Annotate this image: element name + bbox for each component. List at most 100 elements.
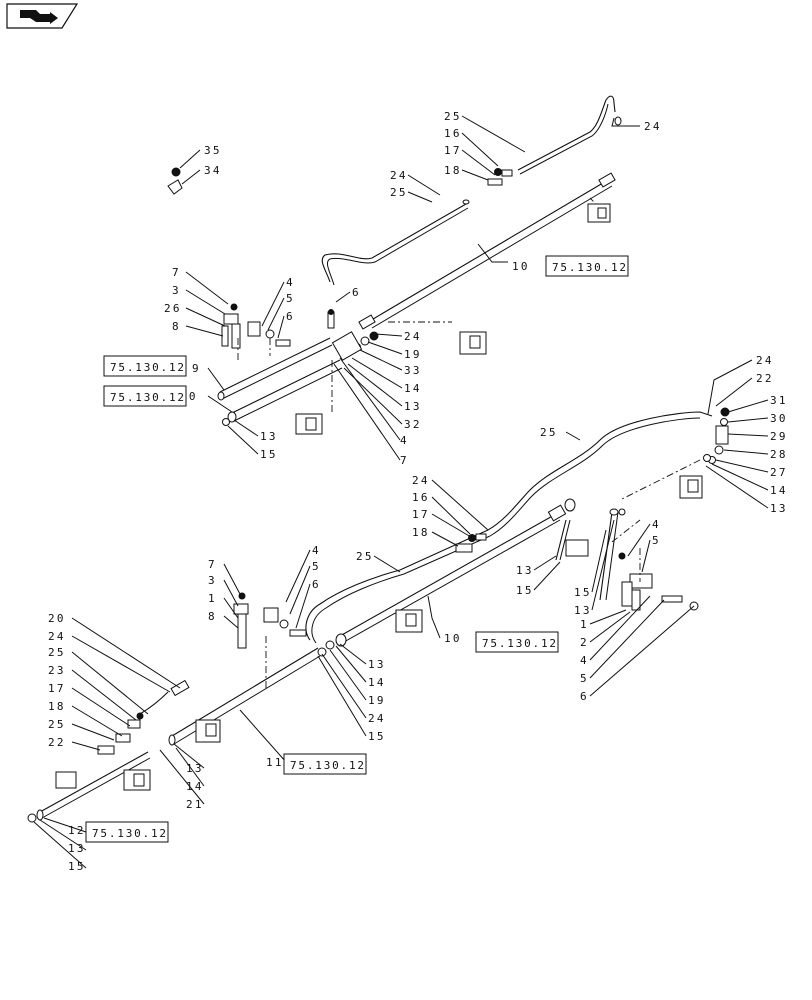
callout: 5 <box>312 560 321 573</box>
lower-assembly <box>27 498 589 823</box>
callout: 3 <box>172 284 181 297</box>
callout: 8 <box>172 320 181 333</box>
callout: 24 <box>368 712 386 725</box>
callout: 3 <box>208 574 217 587</box>
reference-box[interactable]: 75.130.12 <box>545 255 629 277</box>
reference-box[interactable]: 75.130.12 <box>103 355 187 377</box>
callout: 4 <box>652 518 661 531</box>
callout: 8 <box>208 610 217 623</box>
reference-code: 75.130.12 <box>482 637 558 650</box>
mounting-block <box>565 539 589 557</box>
reference-box[interactable]: 75.130.12 <box>103 385 187 407</box>
callout: 25 <box>356 550 374 563</box>
callout: 25 <box>390 186 408 199</box>
callout: 33 <box>404 364 422 377</box>
reference-code: 75.130.12 <box>92 827 168 840</box>
reference-box[interactable]: 75.130.12 <box>475 631 559 653</box>
callout: 17 <box>412 508 430 521</box>
callout-labels: 25 24 16 17 18 35 34 24 25 10 6 7 3 26 8… <box>48 110 788 873</box>
callout: 25 <box>48 718 66 731</box>
callout: 24 <box>756 354 774 367</box>
callout: 14 <box>368 676 386 689</box>
callout: 16 <box>412 491 430 504</box>
callout: 15 <box>68 860 86 873</box>
callout: 5 <box>652 534 661 547</box>
mounting-block <box>295 413 323 435</box>
callout: 20 <box>48 612 66 625</box>
mounting-block <box>195 719 221 743</box>
callout: 15 <box>260 448 278 461</box>
callout: 6 <box>286 310 295 323</box>
mounting-block <box>459 331 487 355</box>
callout: 6 <box>352 286 361 299</box>
callout: 22 <box>756 372 774 385</box>
callout: 14 <box>770 484 788 497</box>
callout: 28 <box>770 448 788 461</box>
callout: 13 <box>574 604 592 617</box>
callout: 13 <box>186 762 204 775</box>
leader-lines <box>33 115 769 869</box>
callout: 6 <box>312 578 321 591</box>
callout: 14 <box>404 382 422 395</box>
mounting-block <box>587 203 611 223</box>
callout: 24 <box>404 330 422 343</box>
callout: 1 <box>580 618 589 631</box>
callout: 7 <box>208 558 217 571</box>
callout: 13 <box>516 564 534 577</box>
callout: 27 <box>770 466 788 479</box>
callout: 4 <box>400 434 409 447</box>
reference-code: 75.130.12 <box>110 391 186 404</box>
callout: 21 <box>186 798 204 811</box>
callout: 10 <box>444 632 462 645</box>
mounting-block <box>679 475 703 499</box>
callout: 25 <box>540 426 558 439</box>
callout: 34 <box>204 164 222 177</box>
callout: 9 <box>192 362 201 375</box>
callout: 19 <box>404 348 422 361</box>
callout: 18 <box>444 164 462 177</box>
callout: 15 <box>574 586 592 599</box>
callout: 4 <box>312 544 321 557</box>
mounting-block <box>395 609 423 633</box>
callout: 13 <box>68 842 86 855</box>
reference-box[interactable]: 75.130.12 <box>85 821 169 843</box>
callout: 5 <box>286 292 295 305</box>
callout: 11 <box>266 756 284 769</box>
callout: 29 <box>770 430 788 443</box>
callout: 10 <box>512 260 530 273</box>
callout: 2 <box>580 636 589 649</box>
callout: 24 <box>48 630 66 643</box>
callout: 17 <box>48 682 66 695</box>
right-assembly <box>487 407 730 611</box>
callout: 25 <box>48 646 66 659</box>
callout: 4 <box>580 654 589 667</box>
callout: 19 <box>368 694 386 707</box>
callout: 5 <box>580 672 589 685</box>
callout: 26 <box>164 302 182 315</box>
callout: 13 <box>368 658 386 671</box>
callout: 13 <box>260 430 278 443</box>
callout: 32 <box>404 418 422 431</box>
mounting-block <box>55 769 151 791</box>
back-arrow-icon[interactable] <box>6 3 79 29</box>
callout: 15 <box>368 730 386 743</box>
callout: 31 <box>770 394 788 407</box>
callout: 7 <box>400 454 409 467</box>
reference-box[interactable]: 75.130.12 <box>283 753 367 775</box>
reference-code: 75.130.12 <box>290 759 366 772</box>
callout: 4 <box>286 276 295 289</box>
callout: 18 <box>48 700 66 713</box>
callout: 22 <box>48 736 66 749</box>
callout: 6 <box>580 690 589 703</box>
callout: 15 <box>516 584 534 597</box>
callout: 16 <box>444 127 462 140</box>
callout: 1 <box>208 592 217 605</box>
upper-assembly <box>167 95 622 435</box>
callout: 17 <box>444 144 462 157</box>
reference-code: 75.130.12 <box>552 261 628 274</box>
callout: 13 <box>404 400 422 413</box>
callout: 24 <box>644 120 662 133</box>
callout: 23 <box>48 664 66 677</box>
callout: 24 <box>412 474 430 487</box>
